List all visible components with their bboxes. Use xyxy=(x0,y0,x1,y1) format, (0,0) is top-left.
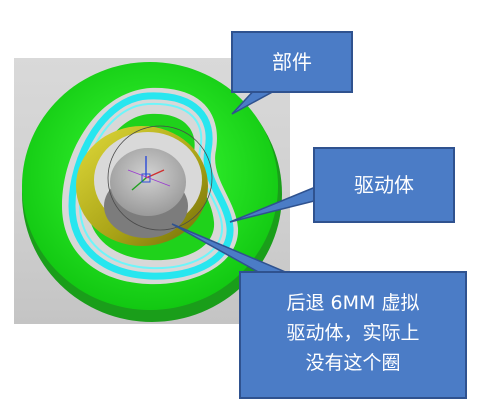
wireframe-circle xyxy=(107,125,213,231)
pocket-wall xyxy=(76,126,208,246)
callout-drive-label: 驱动体 xyxy=(354,173,414,197)
callout-note-label: 后退 6MM 虚拟 驱动体，实际上 没有这个圈 xyxy=(240,272,466,398)
callout-part-label: 部件 xyxy=(272,50,312,74)
callout-note-box xyxy=(239,271,467,399)
triad-axis-icon xyxy=(127,156,171,191)
note-line-3: 没有这个圈 xyxy=(305,352,401,374)
callout-part-box xyxy=(231,31,353,93)
note-line-2: 驱动体，实际上 xyxy=(286,322,420,344)
note-line-1: 后退 6MM 虚拟 xyxy=(286,292,420,314)
callout-drive-box xyxy=(313,147,455,223)
